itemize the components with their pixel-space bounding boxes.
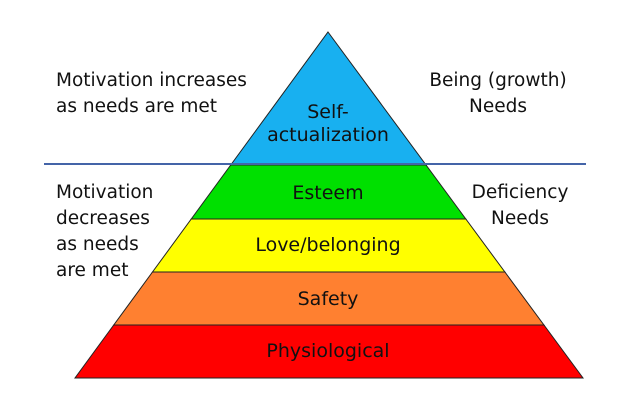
- layer-label-esteem: Esteem: [292, 182, 363, 204]
- being-needs-label: Being (growth) Needs: [428, 68, 568, 120]
- text-line: Being (growth): [429, 70, 567, 91]
- layer-label-love-belonging: Love/belonging: [255, 234, 400, 256]
- text-line: Needs: [469, 96, 527, 117]
- text-line: Needs: [491, 208, 549, 229]
- text-line: Motivation increases: [56, 70, 247, 91]
- layer-label-self-actualization: actualization: [267, 124, 389, 146]
- text-line: as needs: [56, 234, 139, 255]
- motivation-decreases-label: Motivation decreases as needs are met: [56, 180, 153, 284]
- text-line: Motivation: [56, 182, 154, 203]
- layer-physiological: [74, 324, 584, 379]
- layer-label-safety: Safety: [298, 288, 359, 310]
- layer-label-physiological: Physiological: [266, 340, 389, 362]
- text-line: Deficiency: [471, 182, 569, 203]
- text-line: are met: [56, 260, 129, 281]
- deficiency-needs-label: Deficiency Needs: [460, 180, 580, 232]
- motivation-increases-label: Motivation increases as needs are met: [56, 68, 247, 120]
- text-line: decreases: [56, 208, 150, 229]
- text-line: as needs are met: [56, 96, 218, 117]
- layer-label-self-actualization: Self-: [307, 101, 349, 123]
